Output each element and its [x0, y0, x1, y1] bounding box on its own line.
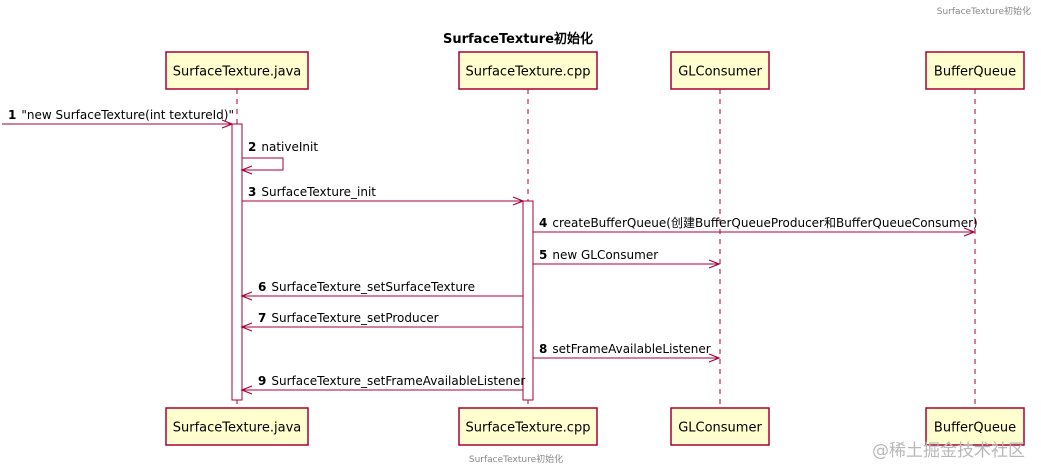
participant-box — [670, 51, 770, 90]
message-text: SurfaceTexture_setProducer — [271, 311, 438, 325]
message-label: 1 "new SurfaceTexture(int textureId)" — [8, 108, 234, 122]
message-text: "new SurfaceTexture(int textureId)" — [21, 108, 234, 122]
message-label: 5 new GLConsumer — [539, 248, 658, 262]
participant-top-cpp: SurfaceTexture.cpp — [458, 51, 598, 90]
activation-bar-java — [231, 123, 243, 401]
message-4: 4 createBufferQueue(创建BufferQueueProducer… — [533, 216, 978, 237]
message-number: 1 — [8, 108, 16, 122]
message-number: 2 — [248, 140, 256, 154]
message-text: setFrameAvailableListener — [552, 342, 710, 356]
participant-bottom-java: SurfaceTexture.java — [165, 407, 309, 446]
participant-top-java: SurfaceTexture.java — [165, 51, 309, 90]
message-number: 4 — [539, 216, 547, 230]
message-label: 2 nativeInit — [248, 140, 318, 154]
watermark-text: @稀土掘金技术社区 — [872, 441, 1025, 461]
participant-label: GLConsumer — [678, 421, 762, 436]
message-label: 8 setFrameAvailableListener — [539, 342, 711, 356]
message-2: 2 nativeInit — [240, 140, 318, 175]
diagram-title: SurfaceTexture初始化 — [443, 31, 593, 47]
message-text: SurfaceTexture_setFrameAvailableListener — [271, 374, 525, 388]
participant-label: SurfaceTexture.cpp — [466, 65, 591, 80]
participant-box — [458, 51, 598, 90]
message-label: 9 SurfaceTexture_setFrameAvailableListene… — [258, 374, 525, 388]
participant-top-glc: GLConsumer — [670, 51, 770, 90]
arrowhead — [512, 196, 525, 206]
message-number: 6 — [258, 280, 266, 294]
participant-box — [458, 407, 598, 446]
participant-top-bq: BufferQueue — [925, 51, 1025, 90]
messages: 1 "new SurfaceTexture(int textureId)" 2 nat… — [2, 108, 978, 395]
caption-text: SurfaceTexture初始化 — [469, 453, 563, 465]
participants: SurfaceTexture.javaSurfaceTexture.javaSu… — [165, 51, 1025, 446]
activations — [231, 123, 534, 401]
message-9: 9 SurfaceTexture_setFrameAvailableListene… — [240, 374, 525, 395]
message-text: createBufferQueue(创建BufferQueueProducer和… — [552, 216, 977, 230]
message-number: 3 — [248, 185, 256, 199]
participant-bottom-cpp: SurfaceTexture.cpp — [458, 407, 598, 446]
arrowhead — [708, 259, 721, 269]
participant-box — [925, 51, 1025, 90]
message-label: 6 SurfaceTexture_setSurfaceTexture — [258, 280, 475, 294]
activation-bar-cpp — [522, 200, 534, 401]
message-text: SurfaceTexture_setSurfaceTexture — [271, 280, 475, 294]
message-number: 5 — [539, 248, 547, 262]
participant-label: SurfaceTexture.cpp — [466, 421, 591, 436]
arrowhead — [963, 227, 976, 237]
arrowhead — [240, 385, 253, 395]
message-5: 5 new GLConsumer — [533, 248, 721, 269]
message-label: 4 createBufferQueue(创建BufferQueueProducer… — [539, 216, 978, 230]
message-label: 7 SurfaceTexture_setProducer — [258, 311, 439, 325]
participant-box — [925, 407, 1025, 446]
message-label: 3 SurfaceTexture_init — [248, 185, 376, 199]
participant-box — [670, 407, 770, 446]
message-text: SurfaceTexture_init — [261, 185, 376, 199]
message-6: 6 SurfaceTexture_setSurfaceTexture — [240, 280, 523, 301]
participant-label: BufferQueue — [934, 65, 1016, 80]
arrowhead — [240, 322, 253, 332]
message-text: nativeInit — [261, 140, 318, 154]
arrowhead — [240, 291, 253, 301]
header-text: SurfaceTexture初始化 — [937, 5, 1031, 17]
message-number: 9 — [258, 374, 266, 388]
participant-bottom-glc: GLConsumer — [670, 407, 770, 446]
participant-box — [165, 407, 309, 446]
participant-label: SurfaceTexture.java — [173, 421, 301, 436]
arrowhead — [240, 165, 253, 175]
participant-label: GLConsumer — [678, 65, 762, 80]
message-line — [242, 157, 284, 171]
participant-label: BufferQueue — [934, 421, 1016, 436]
message-number: 7 — [258, 311, 266, 325]
message-1: 1 "new SurfaceTexture(int textureId)" — [2, 108, 234, 129]
participant-bottom-bq: BufferQueue — [925, 407, 1025, 446]
message-text: new GLConsumer — [552, 248, 658, 262]
message-3: 3 SurfaceTexture_init — [242, 185, 525, 206]
arrowhead — [708, 353, 721, 363]
message-7: 7 SurfaceTexture_setProducer — [240, 311, 523, 332]
participant-label: SurfaceTexture.java — [173, 65, 301, 80]
participant-box — [165, 51, 309, 90]
message-8: 8 setFrameAvailableListener — [533, 342, 721, 363]
arrowhead — [221, 119, 234, 129]
message-number: 8 — [539, 342, 547, 356]
